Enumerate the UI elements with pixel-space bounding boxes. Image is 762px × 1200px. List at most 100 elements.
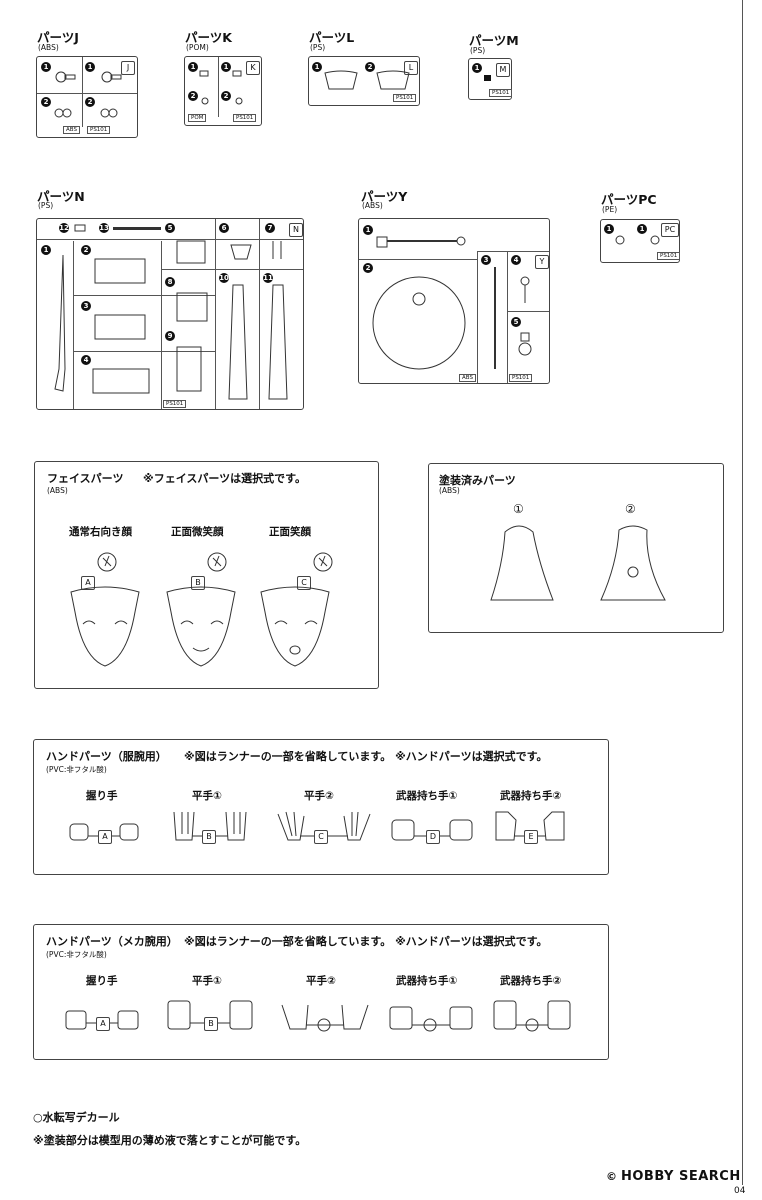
part-number: 2 bbox=[363, 263, 373, 273]
runner-letter: N bbox=[289, 223, 303, 237]
hand-caption: 平手② bbox=[304, 790, 334, 802]
runner-tag: ABS bbox=[459, 374, 476, 382]
runner-bar bbox=[359, 259, 477, 261]
face-parts-box: フェイスパーツ ※フェイスパーツは選択式です。 (ABS) 通常右向き顔 正面微… bbox=[34, 461, 379, 689]
painted-item-label: ① bbox=[513, 502, 524, 516]
parts-m-label: パーツM bbox=[469, 33, 519, 48]
runner-bar bbox=[82, 57, 84, 127]
parts-j-label: パーツJ bbox=[37, 30, 79, 45]
painted-item-label: ② bbox=[625, 502, 636, 516]
runner-letter: K bbox=[246, 61, 260, 75]
face-caption-c: 正面笑顔 bbox=[269, 526, 311, 538]
runner-n: 12 13 5 6 7 N 1 2 3 4 8 9 10 11 PS101 bbox=[36, 218, 304, 410]
hand-caption: 武器持ち手② bbox=[500, 975, 562, 987]
part-number: 2 bbox=[365, 62, 375, 72]
part-number: 5 bbox=[165, 223, 175, 233]
hand-parts-mecha-note: ※図はランナーの一部を省略しています。 ※ハンドパーツは選択式です。 bbox=[184, 935, 548, 948]
part-number: 1 bbox=[221, 62, 231, 72]
page-edge-line bbox=[742, 0, 743, 1185]
part-number: 11 bbox=[263, 273, 273, 283]
part-number: 1 bbox=[41, 62, 51, 72]
part-shape bbox=[324, 70, 410, 90]
part-number: 4 bbox=[511, 255, 521, 265]
part-number: 12 bbox=[59, 223, 69, 233]
runner-letter: Y bbox=[535, 255, 549, 269]
hand-caption: 武器持ち手① bbox=[396, 975, 458, 987]
parts-k-material: (POM) bbox=[186, 43, 209, 52]
face-key-a: A bbox=[81, 576, 95, 590]
part-number: 10 bbox=[219, 273, 229, 283]
part-number: 1 bbox=[472, 63, 482, 73]
part-number: 1 bbox=[85, 62, 95, 72]
hand-parts-mecha-box: ハンドパーツ（メカ腕用） ※図はランナーの一部を省略しています。 ※ハンドパーツ… bbox=[33, 924, 609, 1060]
part-number: 1 bbox=[188, 62, 198, 72]
parts-pc-material: (PE) bbox=[602, 205, 618, 214]
part-number: 1 bbox=[604, 224, 614, 234]
runner-tag: PS101 bbox=[657, 252, 681, 260]
hand-parts-mecha-material: (PVC:非フタル酸) bbox=[46, 950, 107, 959]
hand-parts-arm-note: ※図はランナーの一部を省略しています。 ※ハンドパーツは選択式です。 bbox=[184, 750, 548, 763]
hand-key: A bbox=[96, 1017, 110, 1031]
hand-drawings bbox=[69, 811, 565, 841]
runner-bar bbox=[161, 269, 303, 271]
parts-j-material: (ABS) bbox=[38, 43, 59, 52]
painted-parts-title: 塗装済みパーツ bbox=[439, 474, 516, 487]
hand-caption: 平手① bbox=[192, 790, 222, 802]
parts-pc-label: パーツPC bbox=[601, 192, 657, 207]
parts-n-label: パーツN bbox=[37, 189, 85, 204]
part-number: 3 bbox=[81, 301, 91, 311]
runner-tag: ABS bbox=[63, 126, 80, 134]
painted-parts-drawings bbox=[490, 525, 666, 601]
runner-tag: PS101 bbox=[509, 374, 533, 382]
runner-bar bbox=[215, 219, 217, 409]
parts-k-label: パーツK bbox=[185, 30, 232, 45]
face-caption-b: 正面微笑顔 bbox=[171, 526, 224, 538]
copyright-icon: © bbox=[606, 1170, 617, 1183]
part-number: 1 bbox=[312, 62, 322, 72]
part-shape bbox=[199, 70, 243, 105]
runner-bar bbox=[73, 241, 75, 409]
runner-letter: L bbox=[404, 61, 418, 75]
parts-y-material: (ABS) bbox=[362, 201, 383, 210]
part-number: 2 bbox=[188, 91, 198, 101]
runner-m: 1 M PS101 bbox=[468, 58, 513, 100]
runner-tag: POM bbox=[188, 114, 207, 122]
hand-key: B bbox=[204, 1017, 218, 1031]
brand-logo: HOBBY SEARCH bbox=[621, 1169, 741, 1184]
runner-letter: PC bbox=[661, 223, 679, 237]
runner-bar bbox=[73, 351, 215, 353]
hand-parts-arm-title: ハンドパーツ（服腕用） bbox=[46, 750, 167, 763]
face-key-c: C bbox=[297, 576, 311, 590]
hand-key: E bbox=[524, 830, 538, 844]
decal-note: ※塗装部分は模型用の薄め液で落とすことが可能です。 bbox=[33, 1134, 307, 1147]
painted-parts-box: 塗装済みパーツ (ABS) ① ② bbox=[428, 463, 724, 633]
face-drawings bbox=[70, 552, 333, 667]
part-number: 8 bbox=[165, 277, 175, 287]
hand-drawings bbox=[65, 1000, 571, 1032]
face-caption-a: 通常右向き顔 bbox=[69, 526, 132, 538]
part-shape bbox=[615, 235, 660, 245]
decal-label: ○水転写デカール bbox=[33, 1111, 120, 1124]
runner-bar bbox=[161, 241, 163, 409]
part-number: 2 bbox=[221, 91, 231, 101]
part-number: 2 bbox=[85, 97, 95, 107]
face-parts-material: (ABS) bbox=[47, 486, 68, 495]
hand-parts-arm-material: (PVC:非フタル酸) bbox=[46, 765, 107, 774]
hand-caption: 平手① bbox=[192, 975, 222, 987]
part-shape bbox=[54, 224, 288, 400]
runner-tag: PS101 bbox=[393, 94, 417, 102]
runner-tag: PS101 bbox=[163, 400, 187, 408]
runner-letter: J bbox=[121, 61, 135, 75]
hand-caption: 武器持ち手② bbox=[500, 790, 562, 802]
part-number: 1 bbox=[637, 224, 647, 234]
runner-bar bbox=[259, 219, 261, 409]
runner-tag: PS101 bbox=[87, 126, 111, 134]
runner-bar bbox=[37, 93, 137, 95]
painted-parts-material: (ABS) bbox=[439, 486, 460, 495]
part-number: 4 bbox=[81, 355, 91, 365]
hand-caption: 武器持ち手① bbox=[396, 790, 458, 802]
part-number: 1 bbox=[363, 225, 373, 235]
runner-bar bbox=[477, 251, 549, 253]
runner-bar bbox=[507, 311, 549, 313]
part-number: 2 bbox=[41, 97, 51, 107]
